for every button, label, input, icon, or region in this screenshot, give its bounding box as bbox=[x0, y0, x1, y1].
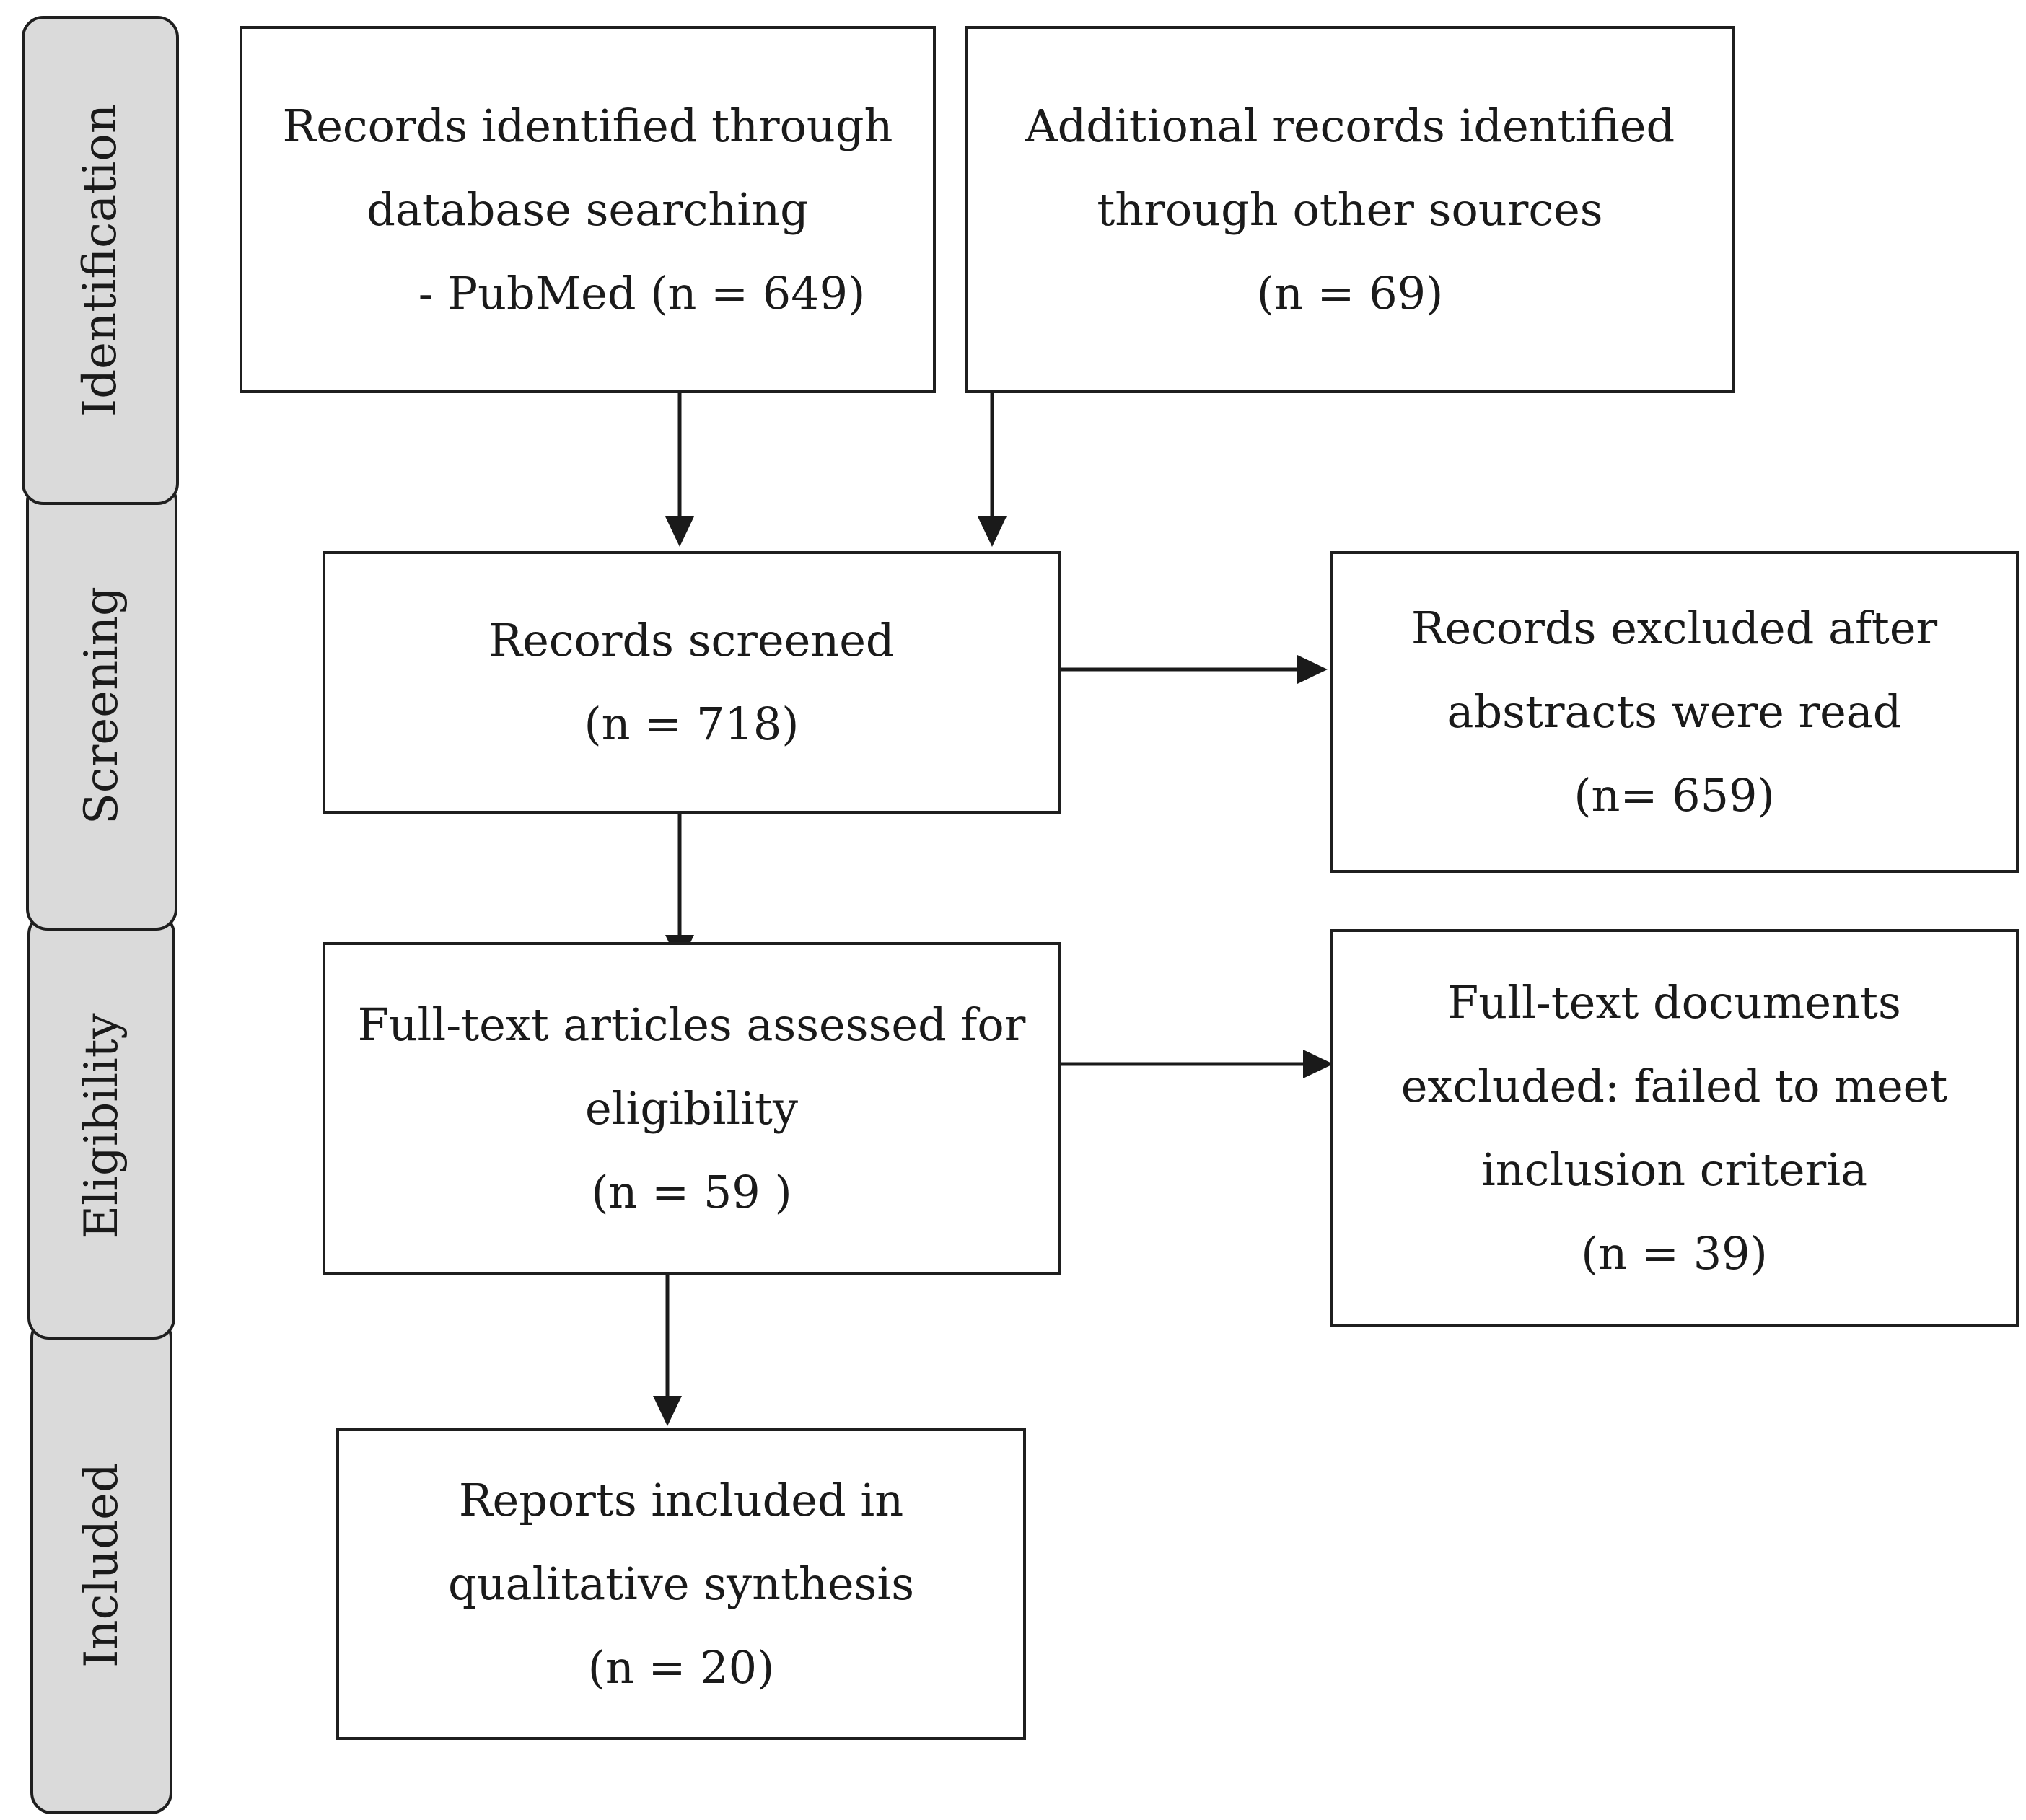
included-line-2: qualitative synthesis bbox=[447, 1557, 915, 1610]
box-database-search: Records identified through database sear… bbox=[240, 26, 936, 393]
arrowhead-fulltext-excluded bbox=[1303, 1050, 1333, 1078]
box-fulltext-assessed: Full-text articles assessed for eligibil… bbox=[323, 942, 1061, 1275]
fulltext-excluded-line-2: excluded: failed to meet bbox=[1400, 1059, 1948, 1112]
fulltext-excluded-line-3: inclusion criteria bbox=[1481, 1143, 1868, 1196]
fulltext-assessed-count: (n = 59 ) bbox=[591, 1165, 792, 1218]
box-reports-included: Reports included in qualitative synthesi… bbox=[336, 1428, 1026, 1740]
excluded-abstracts-line-1: Records excluded after bbox=[1411, 602, 1938, 654]
included-line-1: Reports included in bbox=[458, 1474, 904, 1526]
stage-identification: Identification bbox=[22, 16, 179, 505]
box-excluded-abstracts: Records excluded after abstracts were re… bbox=[1330, 551, 2019, 873]
excluded-abstracts-line-2: abstracts were read bbox=[1447, 685, 1902, 738]
fulltext-excluded-count: (n = 39) bbox=[1581, 1226, 1768, 1280]
box-records-screened: Records screened (n = 718) bbox=[323, 551, 1061, 814]
arrowhead-excluded-abstracts bbox=[1297, 655, 1328, 684]
database-line-3: - PubMed (n = 649) bbox=[418, 266, 866, 320]
box-fulltext-excluded: Full-text documents excluded: failed to … bbox=[1330, 929, 2019, 1327]
fulltext-excluded-line-1: Full-text documents bbox=[1447, 975, 1901, 1029]
screened-count: (n = 718) bbox=[584, 698, 799, 750]
other-sources-count: (n = 69) bbox=[1256, 266, 1444, 320]
arrowhead-other bbox=[978, 516, 1007, 547]
stage-eligibility: Eligibility bbox=[27, 913, 175, 1340]
screened-line-1: Records screened bbox=[488, 614, 895, 667]
excluded-abstracts-count: (n= 659) bbox=[1574, 769, 1775, 822]
fulltext-assessed-line-2: eligibility bbox=[585, 1081, 798, 1135]
other-sources-line-2: through other sources bbox=[1097, 183, 1603, 236]
stage-included: Included bbox=[30, 1316, 172, 1814]
database-line-1: Records identified through bbox=[282, 99, 893, 152]
box-other-sources: Additional records identified through ot… bbox=[965, 26, 1735, 393]
stage-screening: Screening bbox=[26, 480, 177, 931]
other-sources-line-1: Additional records identified bbox=[1025, 99, 1675, 152]
arrowhead-included bbox=[653, 1396, 682, 1426]
fulltext-assessed-line-1: Full-text articles assessed for bbox=[357, 998, 1026, 1051]
database-line-2: database searching bbox=[367, 183, 809, 236]
included-count: (n = 20) bbox=[587, 1641, 775, 1694]
arrowhead-database bbox=[665, 516, 694, 547]
